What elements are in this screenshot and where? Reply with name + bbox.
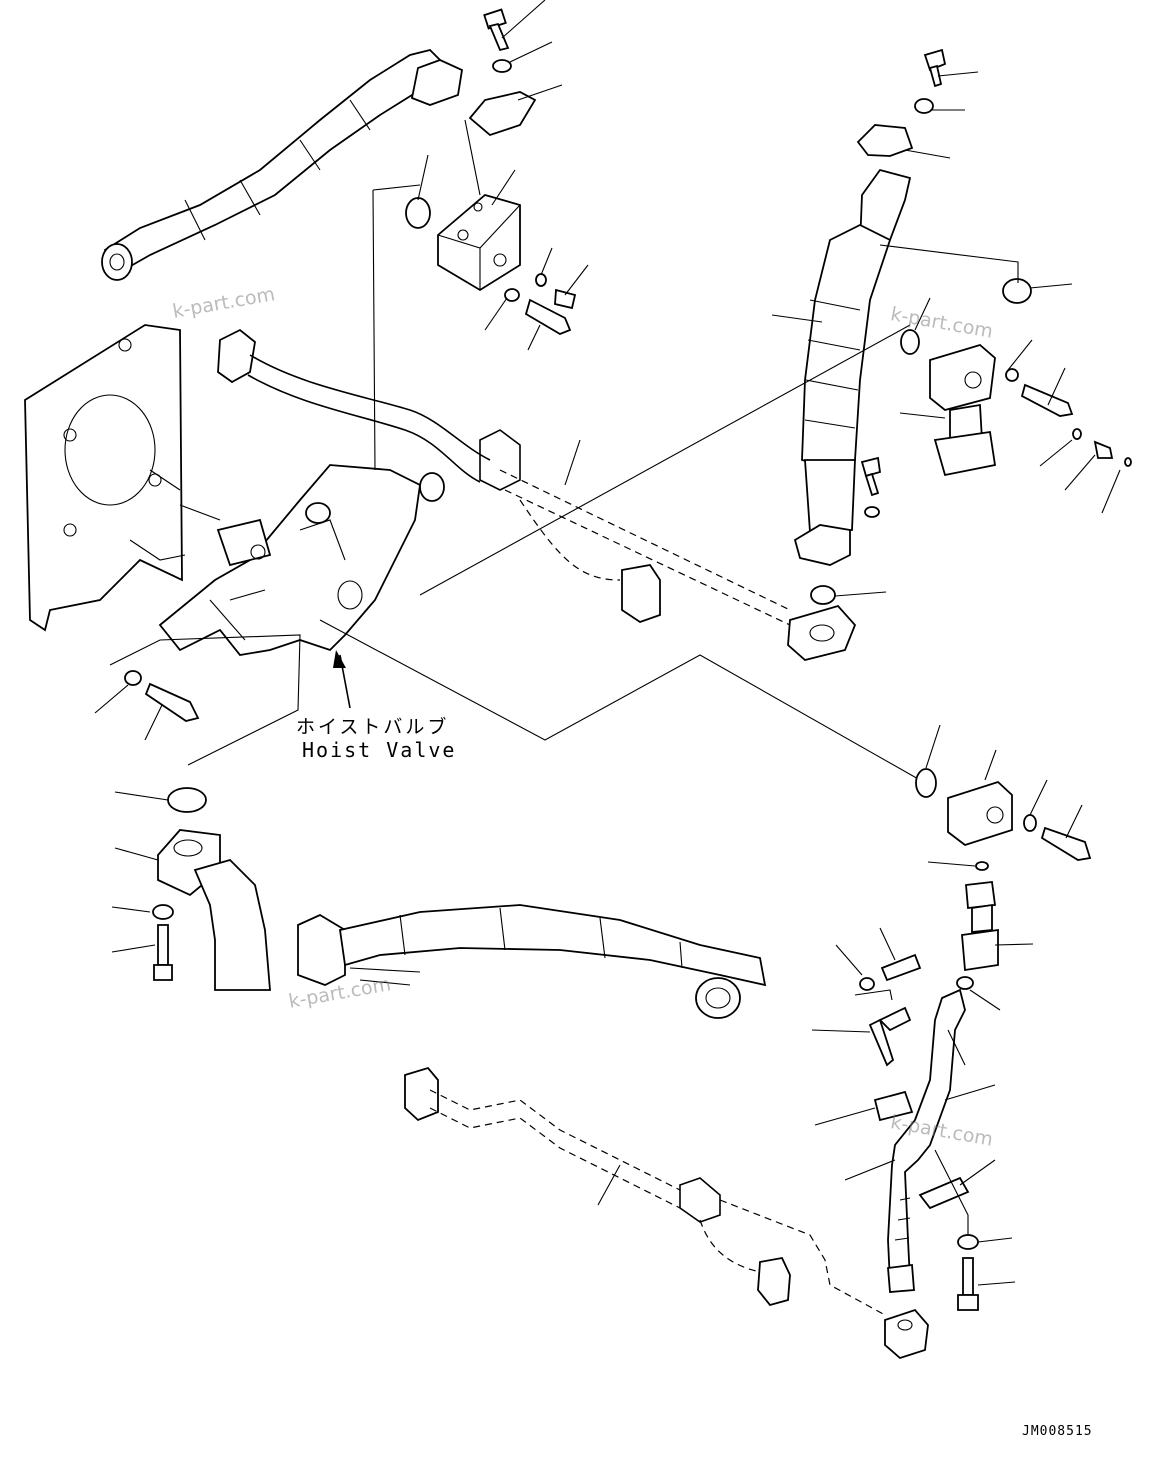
adapter-lower-right	[961, 881, 999, 972]
bottom-pipe	[404, 1066, 929, 1360]
lower-middle-hose	[297, 904, 767, 1019]
block-right	[929, 343, 997, 477]
block-lower-right	[947, 780, 1013, 847]
elbow-fitting-left	[157, 829, 271, 991]
leader-lines-upper	[417, 0, 1121, 597]
top-left-hose	[101, 49, 447, 281]
top-right-hose	[793, 48, 947, 605]
hoist-valve	[158, 464, 445, 656]
bolt-flange-set-top	[410, 8, 537, 137]
lower-right-hose	[887, 988, 966, 1293]
drawing-code: JM008515	[1022, 1424, 1093, 1439]
port-block-top	[437, 194, 521, 292]
frame-bracket	[24, 324, 221, 632]
connection-lines	[109, 119, 921, 781]
hoist-valve-label-jp: ホイストバルブ	[296, 716, 450, 738]
top-pipe	[217, 328, 857, 661]
hoist-valve-label-en: Hoist Valve	[302, 738, 457, 762]
